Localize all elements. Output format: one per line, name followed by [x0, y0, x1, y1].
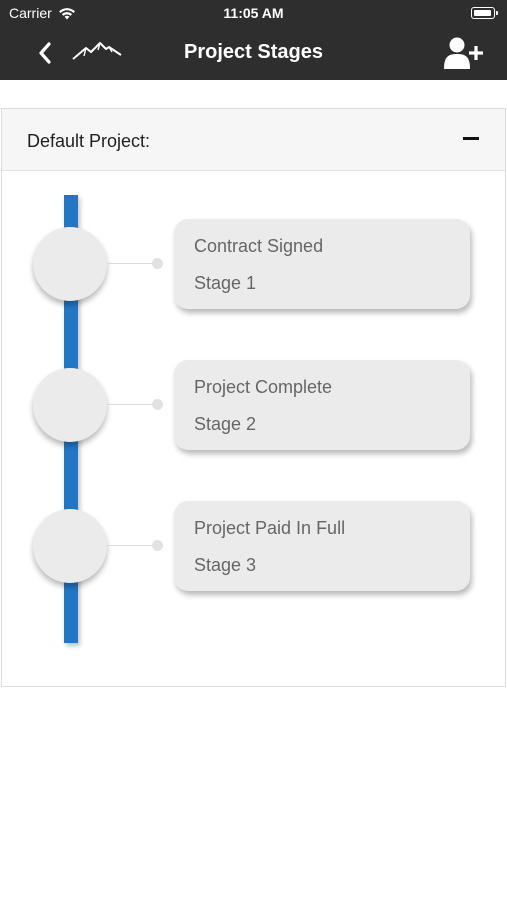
wifi-icon: [58, 7, 75, 19]
stage-card[interactable]: Project Paid In Full Stage 3: [174, 501, 470, 591]
stage-name: Project Complete: [194, 377, 333, 397]
stage-item: Contract Signed Stage 1: [2, 217, 505, 311]
stage-connector: [107, 263, 155, 264]
stage-number: Stage 2: [194, 414, 257, 434]
stage-item: Project Complete Stage 2: [2, 358, 505, 452]
project-panel: Default Project: Contract Signed Stage 1…: [1, 108, 506, 687]
status-time: 11:05 AM: [223, 5, 284, 21]
panel-header[interactable]: Default Project:: [2, 109, 505, 171]
stage-card[interactable]: Contract Signed Stage 1: [174, 219, 470, 309]
project-label: Default Project:: [27, 131, 151, 151]
connector-dot: [152, 540, 163, 551]
stage-name: Project Paid In Full: [194, 518, 346, 538]
carrier-label: Carrier: [9, 5, 52, 21]
stage-connector: [107, 404, 155, 405]
minus-icon[interactable]: [463, 129, 481, 147]
stage-card[interactable]: Project Complete Stage 2: [174, 360, 470, 450]
connector-dot: [152, 399, 163, 410]
status-bar: Carrier 11:05 AM: [0, 0, 507, 28]
connector-dot: [152, 258, 163, 269]
chevron-left-icon[interactable]: [34, 40, 56, 66]
stage-number: Stage 3: [194, 555, 257, 575]
page-title: Project Stages: [184, 41, 323, 63]
stage-item: Project Paid In Full Stage 3: [2, 499, 505, 593]
stage-number: Stage 1: [194, 273, 257, 293]
add-user-icon[interactable]: [443, 36, 483, 70]
stage-circle: [33, 227, 107, 301]
stage-circle: [33, 368, 107, 442]
stage-circle: [33, 509, 107, 583]
mountain-logo-icon: [72, 42, 122, 60]
battery-icon: [471, 7, 498, 19]
top-bar: Carrier 11:05 AM Project Stages: [0, 0, 507, 80]
stage-name: Contract Signed: [194, 236, 324, 256]
carrier-info: Carrier: [9, 5, 76, 21]
stage-connector: [107, 545, 155, 546]
nav-bar: Project Stages: [0, 28, 507, 80]
